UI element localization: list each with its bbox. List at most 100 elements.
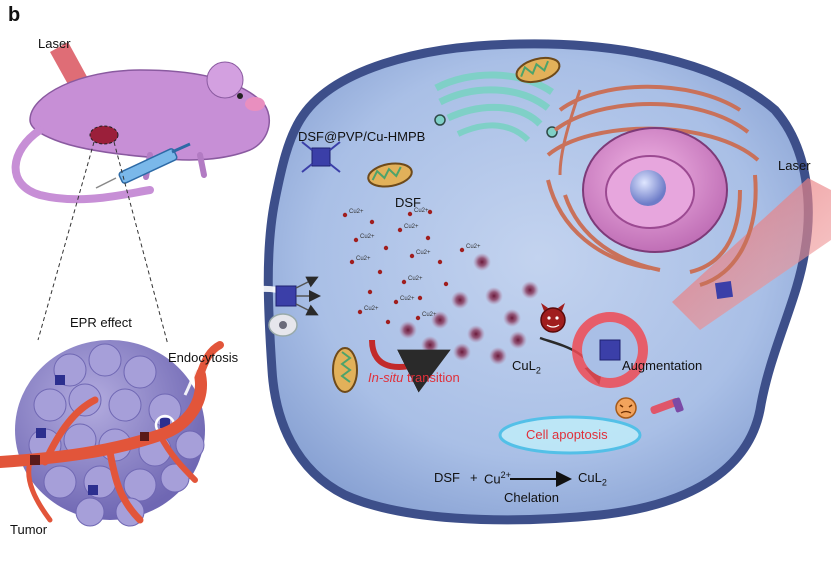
cul2-complex-dot bbox=[421, 336, 439, 354]
cul2-complex-dot bbox=[485, 287, 503, 305]
epr-label: EPR effect bbox=[70, 315, 132, 330]
cul2-complex-dot bbox=[453, 343, 471, 361]
cu-ion-label: Cu2+ bbox=[404, 224, 419, 230]
cul2-complex-dot bbox=[431, 311, 449, 329]
equation-cu-sup: 2+ bbox=[500, 470, 511, 480]
drug-vial-icon bbox=[650, 397, 684, 415]
cu-ion-dot bbox=[349, 259, 355, 265]
cu-ion-dot bbox=[383, 245, 389, 251]
cu-ion-dot bbox=[357, 309, 363, 315]
equation-plus: + bbox=[470, 470, 478, 485]
cu-ion-label: Cu2+ bbox=[349, 209, 364, 215]
cu-ion-label: Cu2+ bbox=[356, 256, 371, 262]
tumor-label: Tumor bbox=[10, 522, 48, 537]
cu-ion-cloud: Cu2+ Cu2+ Cu2+ Cu2+ Cu2+ Cu2+ Cu2+ Cu2+ Cu2+ Cu2+… bbox=[342, 208, 481, 325]
cu-ion-label: Cu2+ bbox=[360, 234, 375, 240]
dsf-label: DSF bbox=[395, 195, 421, 210]
cul2-complex-dot bbox=[509, 331, 527, 349]
zoom-lines bbox=[37, 141, 169, 346]
cu-ion-label: Cu2+ bbox=[416, 250, 431, 256]
panel-letter: b bbox=[8, 4, 21, 26]
cu-ion-dot bbox=[409, 253, 415, 259]
cul2-complexes bbox=[399, 253, 539, 365]
nanoparticle-icon bbox=[301, 141, 341, 173]
cu-ion-dot bbox=[367, 289, 373, 295]
cul2-label: CuL2 bbox=[512, 358, 541, 376]
in-situ-transition-label: In-situ transition bbox=[368, 370, 460, 385]
augmentation-label: Augmentation bbox=[622, 358, 703, 373]
nucleus bbox=[582, 127, 728, 253]
nanocube-icon bbox=[599, 339, 621, 361]
golgi-apparatus-icon bbox=[434, 71, 558, 143]
cu-ion-dot bbox=[393, 299, 399, 305]
endocytosis-label: Endocytosis bbox=[168, 350, 239, 365]
vessel-nanocubes bbox=[30, 432, 149, 465]
nanocube-icon bbox=[714, 280, 734, 300]
endoplasmic-reticulum-icon bbox=[546, 84, 760, 287]
cu-ion-dot bbox=[407, 211, 413, 217]
dying-cell-face-icon bbox=[615, 397, 637, 419]
mitochondrion-icon bbox=[367, 162, 413, 188]
cu-ion-label: Cu2+ bbox=[414, 208, 429, 214]
cul2-complex-dot bbox=[399, 321, 417, 339]
devil-face-icon bbox=[540, 303, 566, 333]
cul2-complex-dot bbox=[503, 309, 521, 327]
cul2-complex-dot bbox=[467, 325, 485, 343]
cu-ion-dot bbox=[377, 269, 383, 275]
cu-ion-dot bbox=[397, 227, 403, 233]
mouse-icon bbox=[11, 61, 270, 204]
cul2-complex-dot bbox=[521, 281, 539, 299]
cu-ion-label: Cu2+ bbox=[466, 244, 481, 250]
cu-ion-label: Cu2+ bbox=[364, 306, 379, 312]
cul2-complex-dot bbox=[451, 291, 469, 309]
cu-ion-dot bbox=[427, 209, 433, 215]
nanocube-icon bbox=[275, 285, 297, 307]
in-situ-arrow bbox=[369, 339, 451, 393]
laser-right-label: Laser bbox=[778, 158, 811, 173]
cul2-base: CuL bbox=[512, 358, 536, 373]
cu-ion-dot bbox=[401, 279, 407, 285]
cul2-complex-dot bbox=[473, 253, 491, 271]
cu-ion-dot bbox=[459, 247, 465, 253]
cell-apoptosis-label: Cell apoptosis bbox=[526, 427, 608, 442]
endocytosis-arrow bbox=[183, 349, 207, 396]
augmentation-burst bbox=[572, 312, 648, 388]
cul2-complex-dot bbox=[489, 347, 507, 365]
cu-ion-label: Cu2+ bbox=[422, 312, 437, 318]
blood-vessel-icon bbox=[0, 341, 224, 524]
cu-ion-dot bbox=[425, 235, 431, 241]
cu-ion-dot bbox=[342, 212, 348, 218]
laser-beam-right bbox=[672, 178, 831, 330]
tumor-icon bbox=[15, 340, 205, 527]
cu-ion-dot bbox=[385, 319, 391, 325]
chelation-label: Chelation bbox=[504, 490, 559, 505]
equation-product-base: CuL bbox=[578, 470, 602, 485]
equation-product-sub: 2 bbox=[601, 477, 607, 488]
equation-dsf: DSF bbox=[434, 470, 460, 485]
endocytosis-vesicle bbox=[208, 276, 321, 337]
tumor-site-icon bbox=[89, 125, 119, 145]
laser-left-label: Laser bbox=[38, 36, 71, 51]
cu-ion-dot bbox=[415, 315, 421, 321]
cul2-sub: 2 bbox=[535, 365, 541, 376]
cu-ion-dot bbox=[353, 237, 359, 243]
in-situ-rest: transition bbox=[403, 370, 460, 385]
nucleolus-icon bbox=[630, 170, 666, 206]
cu-ion-label: Cu2+ bbox=[400, 296, 415, 302]
cu-ion-dot bbox=[443, 281, 449, 287]
cu-ion-label: Cu2+ bbox=[408, 276, 423, 282]
mitochondrion-icon bbox=[332, 347, 358, 393]
nanoparticle-label: DSF@PVP/Cu-HMPB bbox=[298, 129, 426, 144]
equation-product: CuL2 bbox=[578, 470, 607, 488]
cu-ion-dot bbox=[437, 259, 443, 265]
apoptosis-cloud bbox=[498, 415, 642, 455]
in-situ-italic: In-situ bbox=[368, 370, 404, 385]
cu-ion-dot bbox=[417, 295, 423, 301]
cu-ion-dot bbox=[369, 219, 375, 225]
equation-cu-base: Cu bbox=[484, 471, 501, 487]
syringe-icon bbox=[95, 142, 191, 189]
equation-cu: Cu2+ bbox=[484, 470, 511, 486]
mitochondrion-icon bbox=[515, 56, 561, 84]
